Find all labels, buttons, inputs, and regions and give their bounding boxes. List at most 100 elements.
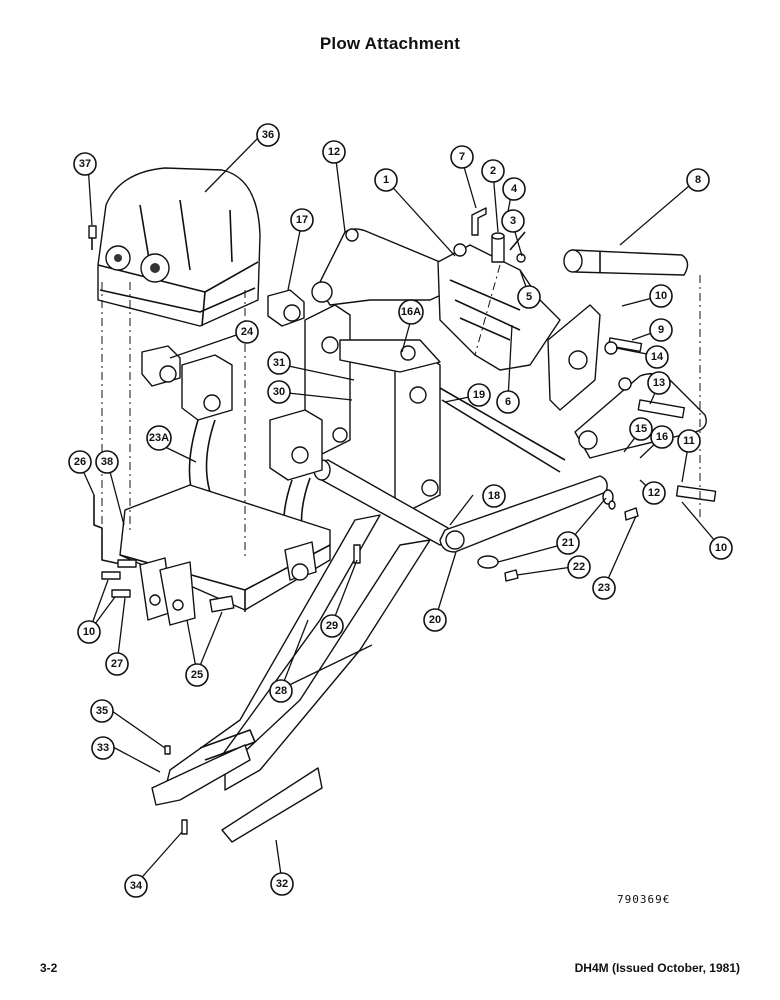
svg-text:16A: 16A	[401, 306, 421, 318]
callout-37: 37	[73, 152, 97, 176]
callout-11: 11	[677, 429, 701, 453]
svg-text:24: 24	[241, 326, 254, 338]
base-plate-26-38	[119, 484, 331, 612]
callout-12: 12	[322, 140, 346, 164]
svg-text:27: 27	[111, 658, 123, 670]
svg-text:29: 29	[326, 620, 338, 632]
svg-text:10: 10	[83, 626, 95, 638]
svg-text:33: 33	[97, 742, 109, 754]
nut-14	[604, 341, 618, 355]
pin-13	[637, 399, 686, 419]
wear-plate-32	[221, 767, 323, 843]
svg-text:18: 18	[488, 490, 500, 502]
callout-23a: 23A	[146, 425, 172, 451]
page-number: 3-2	[40, 961, 58, 975]
pivot-plate-right	[547, 304, 601, 411]
svg-text:30: 30	[273, 386, 285, 398]
svg-text:2: 2	[490, 165, 496, 177]
svg-text:20: 20	[429, 614, 441, 626]
callout-12-lower: 12	[642, 481, 666, 505]
callout-22: 22	[567, 555, 591, 579]
svg-text:8: 8	[695, 174, 701, 186]
svg-text:21: 21	[562, 537, 574, 549]
callout-9: 9	[649, 318, 673, 342]
pins-10-27	[101, 559, 137, 598]
callout-15: 15	[629, 417, 653, 441]
svg-text:10: 10	[655, 290, 667, 302]
frame-12	[311, 228, 453, 306]
callout-10-left: 10	[77, 620, 101, 644]
bushing-17	[267, 289, 305, 327]
svg-text:35: 35	[96, 705, 108, 717]
callout-18: 18	[482, 484, 506, 508]
callout-8: 8	[686, 168, 710, 192]
side-brackets-25	[139, 557, 235, 626]
wear-plate-33	[151, 744, 251, 806]
bolt-37	[88, 225, 97, 250]
svg-text:11: 11	[683, 435, 695, 447]
callout-7: 7	[450, 145, 474, 169]
svg-text:23: 23	[598, 582, 610, 594]
callout-35: 35	[90, 699, 114, 723]
callout-38: 38	[95, 450, 119, 474]
svg-text:22: 22	[573, 561, 585, 573]
callout-33: 33	[91, 736, 115, 760]
callout-17: 17	[290, 208, 314, 232]
svg-text:19: 19	[473, 389, 485, 401]
svg-text:12: 12	[328, 146, 340, 158]
callout-34: 34	[124, 874, 148, 898]
callout-27: 27	[105, 652, 129, 676]
washer-hardware-21-22-23	[477, 489, 639, 582]
callout-29: 29	[320, 614, 344, 638]
callout-32: 32	[270, 872, 294, 896]
callout-20: 20	[423, 608, 447, 632]
callout-21: 21	[556, 531, 580, 555]
svg-text:23A: 23A	[149, 432, 169, 444]
svg-text:31: 31	[273, 357, 285, 369]
callout-30: 30	[267, 380, 291, 404]
svg-text:15: 15	[635, 423, 647, 435]
callout-4: 4	[502, 177, 526, 201]
bolt-29	[353, 544, 361, 564]
svg-text:10: 10	[715, 542, 727, 554]
svg-text:26: 26	[74, 456, 86, 468]
callout-10-top: 10	[649, 284, 673, 308]
svg-text:36: 36	[262, 129, 274, 141]
callout-14: 14	[645, 345, 669, 369]
callout-5: 5	[517, 285, 541, 309]
svg-text:3: 3	[510, 215, 516, 227]
callout-16: 16	[650, 425, 674, 449]
svg-text:9: 9	[658, 324, 664, 336]
svg-text:7: 7	[459, 151, 465, 163]
svg-text:5: 5	[526, 291, 532, 303]
isolators-23a	[181, 354, 323, 561]
callout-1: 1	[374, 168, 398, 192]
centerline	[474, 264, 501, 356]
pin-11	[675, 485, 717, 502]
svg-text:17: 17	[296, 214, 308, 226]
callout-19: 19	[467, 383, 491, 407]
mount-24	[141, 345, 181, 387]
callout-2: 2	[481, 159, 505, 183]
callout-6: 6	[496, 390, 520, 414]
svg-text:34: 34	[130, 880, 143, 892]
callout-24: 24	[235, 320, 259, 344]
page-title: Plow Attachment	[319, 34, 461, 53]
callout-23: 23	[592, 576, 616, 600]
document-reference: DH4M (Issued October, 1981)	[574, 961, 740, 975]
callout-36: 36	[256, 123, 280, 147]
crossbar-19	[439, 387, 566, 473]
svg-text:28: 28	[275, 685, 287, 697]
svg-text:14: 14	[651, 351, 664, 363]
figure-number: 790369€	[617, 893, 671, 906]
cylinder-8	[563, 249, 689, 276]
bolts-34-35	[164, 745, 188, 835]
bolt-3-4	[509, 231, 526, 263]
callout-25: 25	[185, 663, 209, 687]
svg-text:12: 12	[648, 487, 660, 499]
pin-2	[491, 232, 505, 263]
svg-text:25: 25	[191, 669, 203, 681]
callout-26: 26	[68, 450, 92, 474]
svg-text:37: 37	[79, 158, 91, 170]
